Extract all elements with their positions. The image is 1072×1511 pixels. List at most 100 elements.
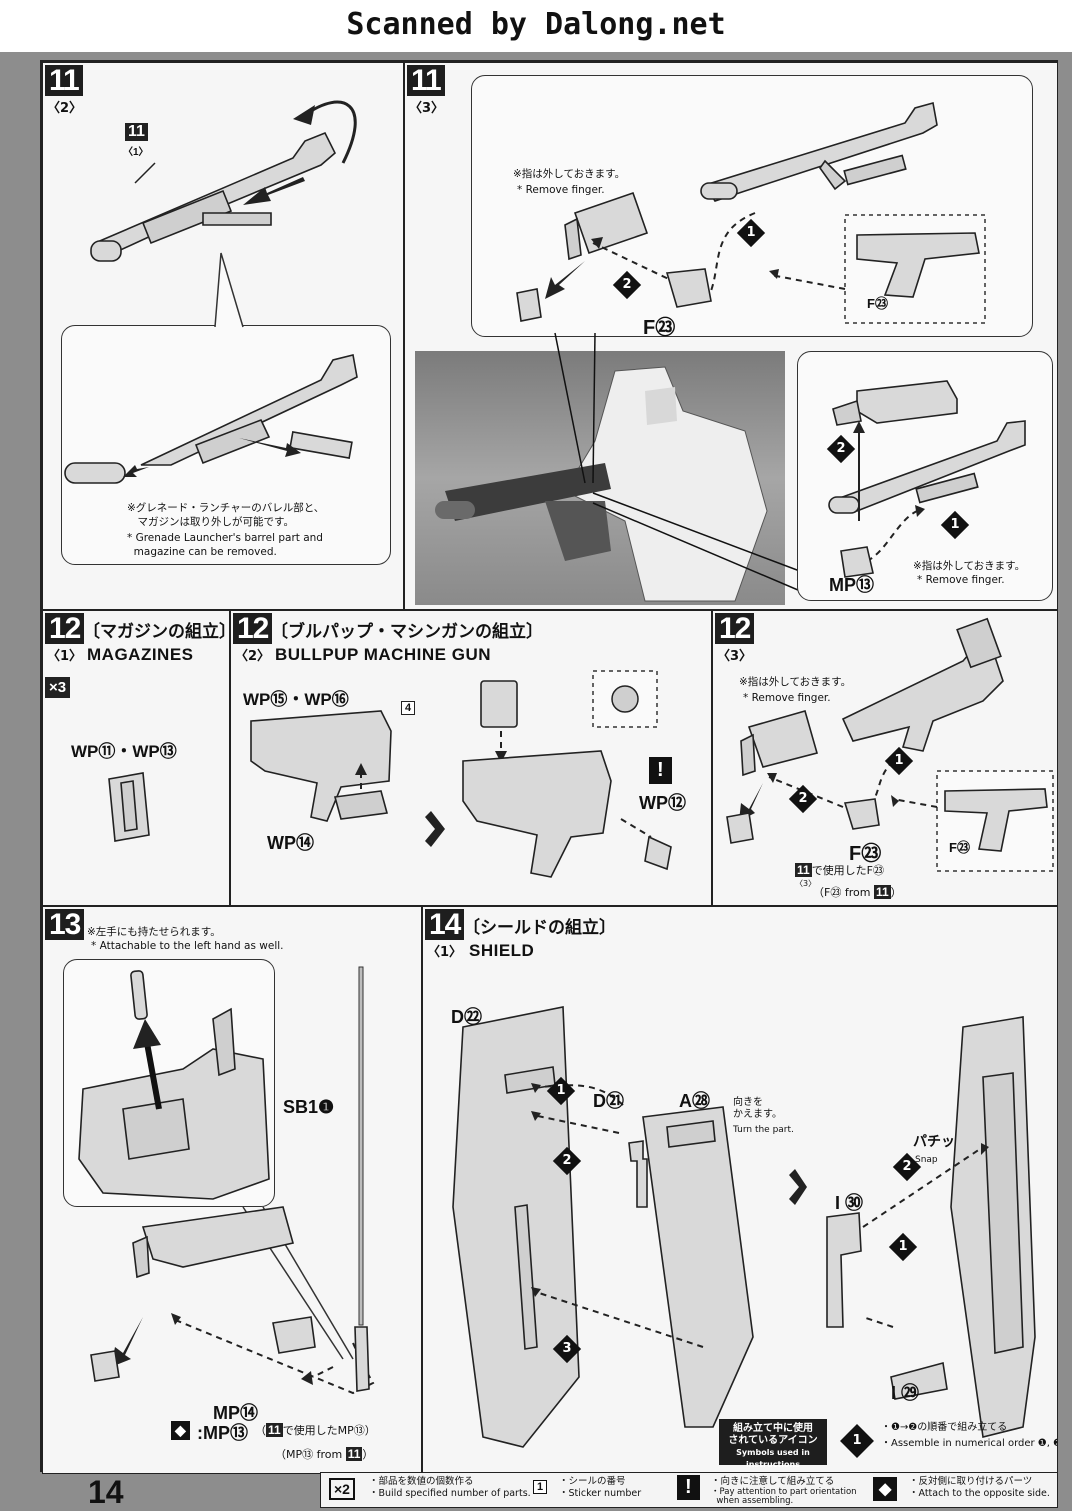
- magazine-swap-drawing: [828, 380, 1026, 578]
- step-number: 12: [233, 613, 273, 644]
- step-number: 12: [715, 613, 755, 644]
- machine-gun-drawing: [250, 670, 672, 878]
- section-title-en: BULLPUP MACHINE GUN: [275, 645, 492, 664]
- section-title-jp: 〔ブルパップ・マシンガンの組立〕: [271, 622, 543, 642]
- step-2-marker: 2: [552, 1146, 582, 1176]
- machine-gun-hand-drawing: [726, 617, 1054, 872]
- step-12-1-panel: 12 〈1〉 〔マガジンの組立〕 MAGAZINES ×3 WP⑪・WP⑬: [42, 610, 230, 906]
- step-3-marker: 3: [552, 1334, 582, 1364]
- part-sb1-label: SB1❶: [283, 1097, 335, 1117]
- hand-assembly-drawing: [516, 101, 986, 324]
- part-i29-label: I ㉙: [891, 1383, 920, 1403]
- substep-label: 〈2〉: [47, 101, 83, 116]
- legend-qty: ・部品を数値の個数作る ・Build specified number of p…: [369, 1476, 531, 1500]
- quantity-badge: ×3: [45, 677, 71, 698]
- ref-substep-badge: 〈1〉: [123, 147, 149, 158]
- page-number: 14: [88, 1474, 124, 1510]
- section-title-jp: 〔マガジンの組立〕: [83, 622, 230, 642]
- step-1-marker: 1: [884, 746, 914, 776]
- reuse-step-badge-en: 11: [345, 1447, 363, 1461]
- legend-sticker-en: ・Sticker number: [559, 1488, 642, 1499]
- legend-attention-en: ・Pay attention to part orientation when …: [711, 1487, 857, 1506]
- legend-opposite-jp: ・反対側に取り付けるパーツ: [909, 1476, 1033, 1487]
- substep-label: 〈3〉: [409, 101, 445, 116]
- legend-step-jp: ・❶→❷の順番で組み立てる: [881, 1422, 1008, 1433]
- ref-step-badge: 11: [125, 123, 148, 141]
- step-number: 11: [45, 65, 83, 96]
- part-mp13-label: MP⑬: [829, 575, 874, 595]
- legend-title-jp: 組み立て中に使用 されているアイコン: [728, 1423, 818, 1446]
- remove-finger-note-en: * Remove finger.: [517, 184, 605, 196]
- backpack-drawing: [78, 970, 270, 1200]
- step-1-marker: 1: [888, 1232, 918, 1262]
- remove-finger-note-jp: ※指は外しておきます。: [739, 676, 852, 688]
- part-f23-label: F㉓: [643, 317, 676, 339]
- part-mp14-label: MP⑭: [213, 1403, 258, 1423]
- snap-jp: パチッ: [913, 1134, 955, 1150]
- part-d22-label: D㉒: [451, 1007, 482, 1027]
- legend-step-en: ・Assemble in numerical order ❶, ❷...: [881, 1438, 1058, 1449]
- legend-qty-icon: ×2: [329, 1478, 355, 1500]
- remove-finger-note-2-en: * Remove finger.: [917, 574, 1005, 586]
- step-2-marker: 2: [788, 784, 818, 814]
- substep-label: 〈3〉: [717, 649, 753, 664]
- mp13-reuse-jp-text: で使用したMP⑬）: [282, 1424, 376, 1437]
- symbol-legend: ×2 ・部品を数値の個数作る ・Build specified number o…: [320, 1472, 1058, 1508]
- legend-title-en: Symbols used in instructions: [736, 1448, 810, 1469]
- reuse-step-badge: 11: [266, 1423, 283, 1437]
- step-2-marker: 2: [826, 434, 856, 464]
- reuse-step-badge: 11: [795, 863, 812, 877]
- part-f23-label: F㉓: [849, 843, 882, 865]
- part-d21-label: D㉑: [593, 1091, 624, 1111]
- part-a28-label: A㉘: [679, 1091, 710, 1111]
- sticker-number-box: 4: [401, 701, 416, 715]
- legend-step-icon: 1: [840, 1424, 874, 1458]
- section-title-jp: 〔シールドの組立〕: [463, 918, 616, 938]
- substep-label: 〈1〉: [47, 649, 83, 664]
- legend-attention: ・向きに注意して組み立てる ・Pay attention to part ori…: [711, 1476, 857, 1506]
- legend-sticker: ・シールの番号 ・Sticker number: [559, 1476, 641, 1500]
- part-f23-small-label: F㉓: [949, 840, 970, 855]
- section-title-en: MAGAZINES: [87, 645, 194, 664]
- section-title-en: SHIELD: [469, 941, 535, 960]
- remove-finger-note-2-jp: ※指は外しておきます。: [913, 560, 1026, 572]
- scan-banner: Scanned by Dalong.net: [0, 0, 1072, 52]
- paren: （: [255, 1424, 266, 1437]
- legend-attention-jp: ・向きに注意して組み立てる: [711, 1476, 835, 1487]
- mp13-reuse-en: （MP⑬ from 11）: [275, 1447, 373, 1462]
- step-1-marker: 1: [546, 1076, 576, 1106]
- step-12-3-panel: 12 〈3〉 ※指は外しておきます。 * Remove finger. 1 2 …: [712, 610, 1058, 906]
- reuse-note-jp-text: で使用したF㉓: [811, 864, 885, 877]
- turn-part-note-en: Turn the part.: [733, 1125, 794, 1135]
- legend-opposite-icon: ◆: [873, 1477, 898, 1501]
- turn-part-note-jp: 向きを かえます。: [733, 1097, 782, 1120]
- snap-en: Snap: [915, 1155, 938, 1165]
- removal-note-jp: ※グレネード・ランチャーのバレル部と、 マガジンは取り外しが可能です。: [127, 502, 325, 528]
- reuse-note-en-text: （F㉓ from: [813, 886, 871, 899]
- legend-opposite: ・反対側に取り付けるパーツ ・Attach to the opposite si…: [909, 1476, 1050, 1500]
- remove-finger-note-en: * Remove finger.: [743, 692, 831, 704]
- removal-note-en: * Grenade Launcher's barrel part and mag…: [127, 532, 323, 558]
- step-11-3-panel: 11 〈3〉 ※指は外しておきます。 * Remove finger. 1 2 …: [404, 62, 1058, 610]
- reuse-close: ）: [362, 1448, 374, 1461]
- photo-robot-silhouette: [435, 366, 768, 602]
- machine-gun-grip-drawing: [90, 966, 375, 1395]
- part-mp13-label: :MP⑬: [197, 1423, 248, 1443]
- legend-sticker-icon: 1: [533, 1480, 548, 1494]
- step-11-2-panel: 11 〈2〉 11 〈1〉 ※グレネード・ランチャーのバレ: [42, 62, 404, 610]
- grenade-launcher-drawing: [90, 100, 357, 262]
- reuse-note-en: （F㉓ from 11）: [813, 885, 902, 900]
- mp13-reuse-en-text: （MP⑬ from: [275, 1448, 343, 1461]
- legend-title-box: 組み立て中に使用 されているアイコン Symbols used in instr…: [719, 1419, 827, 1469]
- legend-qty-jp: ・部品を数値の個数作る: [369, 1476, 474, 1487]
- photo-callout-lines: [554, 332, 806, 594]
- legend-attention-icon: !: [677, 1475, 700, 1500]
- step-number: 14: [425, 909, 465, 940]
- step-number: 11: [407, 65, 445, 96]
- remove-finger-note-jp: ※指は外しておきます。: [513, 168, 626, 180]
- step-12-2-panel: 12 〈2〉 〔ブルパップ・マシンガンの組立〕 BULLPUP MACHINE …: [230, 610, 712, 906]
- gun-parts-label: WP⑮・WP⑯: [243, 690, 349, 709]
- step-13-panel: 13 ※左手にも持たせられます。 * Attachable to the lef…: [42, 906, 422, 1474]
- step-number: 13: [45, 909, 85, 940]
